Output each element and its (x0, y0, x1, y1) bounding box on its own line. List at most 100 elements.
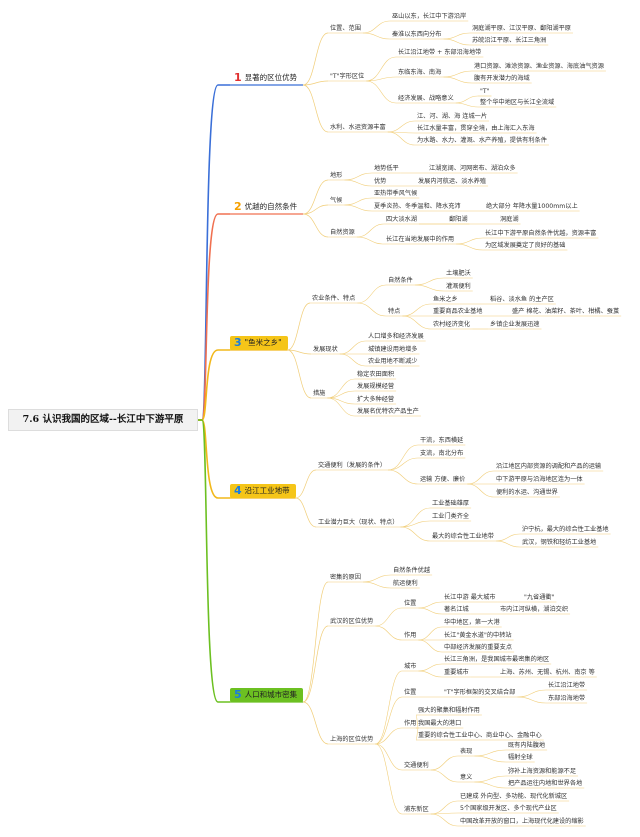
node[interactable]: 夏季炎热、冬季温和、降水充沛 (374, 203, 461, 210)
node[interactable]: "T" (480, 88, 490, 95)
node[interactable]: 干流，东西横延 (420, 437, 464, 444)
node[interactable]: 5个国家级开发区、多个现代产业区 (460, 805, 557, 812)
node[interactable]: "T"字形区位 (330, 73, 365, 80)
node[interactable]: 城镇建设用地增多 (368, 346, 418, 353)
node[interactable]: 沿江地区内部资源的调配和产品的运输 (496, 463, 602, 470)
node[interactable]: 农村经济变化 (433, 321, 471, 328)
node[interactable]: 著名江城 (444, 606, 469, 613)
node[interactable]: 既有内陆腹地 (508, 742, 546, 749)
node[interactable]: 地形 (330, 172, 343, 179)
node[interactable]: 长江水量丰富，贯穿全境，由上海汇入东海 (417, 125, 535, 132)
node[interactable]: 优势 (374, 178, 387, 185)
node[interactable]: 弥补上海资源和能源不足 (508, 768, 577, 775)
node[interactable]: 长江三角洲，是我国城市最密集的地区 (444, 656, 550, 663)
node[interactable]: 作用 (404, 720, 417, 727)
node[interactable]: 中部经济发展的重要支点 (444, 644, 513, 651)
node[interactable]: 密集的原因 (330, 574, 361, 581)
node[interactable]: 整个华中地区与长江全流域 (480, 99, 555, 106)
node[interactable]: 长江沿江地带 (548, 682, 586, 689)
node[interactable]: 特点 (388, 308, 401, 315)
node[interactable]: 重要城市 (444, 669, 469, 676)
node[interactable]: 长江"黄金水道"的中转站 (444, 632, 512, 639)
node[interactable]: 人口增多和经济发展 (368, 333, 424, 340)
node[interactable]: 长江中下游平原自然条件优越，资源丰富 (485, 230, 597, 237)
node[interactable]: 腹有开发潜力的海域 (474, 75, 530, 82)
node[interactable]: 土壤肥沃 (446, 270, 471, 277)
node[interactable]: 上海、苏州、无锡、杭州、南京 等 (500, 669, 595, 676)
node[interactable]: 农业条件、特点 (312, 295, 356, 302)
node[interactable]: 上海的区位优势 (330, 736, 374, 743)
node[interactable]: 武汉，钢铁和轻纺工业基地 (522, 539, 597, 546)
node[interactable]: 发展名优特农产品生产 (357, 408, 419, 415)
node[interactable]: 自然条件优越 (393, 567, 431, 574)
node[interactable]: 苏皖沿江平原、长江三角洲 (472, 37, 547, 44)
node[interactable]: 长江在当地发展中的作用 (386, 236, 455, 243)
node[interactable]: 把产品运往内地和世界各地 (508, 780, 583, 787)
node[interactable]: 自然条件 (388, 277, 413, 284)
node[interactable]: 强大的聚集和辐射作用 (418, 707, 480, 714)
node[interactable]: 发展内河航运、淡水养殖 (418, 178, 487, 185)
node[interactable]: 我国最大的港口 (418, 720, 462, 727)
node[interactable]: 重要的综合性工业中心、商业中心、金融中心 (418, 732, 542, 739)
node[interactable]: 长江中游 最大城市 (444, 594, 496, 601)
node[interactable]: 自然资源 (330, 229, 355, 236)
node[interactable]: 城市 (404, 663, 417, 670)
branch-3-title[interactable]: 3"鱼米之乡" (230, 336, 288, 350)
node[interactable]: 为区域发展奠定了良好的基础 (485, 242, 566, 249)
node[interactable]: 巫山以东，长江中下游沿岸 (392, 13, 467, 20)
node[interactable]: 为水路、水力、灌溉、水产养殖，提供有利条件 (417, 137, 547, 144)
node[interactable]: 位置 (404, 689, 417, 696)
node[interactable]: 工业门类齐全 (432, 513, 470, 520)
node[interactable]: 中下游平原与沿海地区连为一体 (496, 476, 583, 483)
node[interactable]: 盛产 棉花、油菜籽、茶叶、柑橘、蚕茧 (512, 308, 620, 315)
node[interactable]: 发展规模经营 (357, 383, 395, 390)
node[interactable]: 江湖宽阔、河网密布、湖泊众多 (429, 165, 516, 172)
node[interactable]: 交通便利 (404, 762, 429, 769)
node[interactable]: 位置 (404, 600, 417, 607)
node[interactable]: 措施 (313, 390, 326, 397)
node[interactable]: 灌溉便利 (446, 283, 471, 290)
node[interactable]: 武汉的区位优势 (330, 618, 374, 625)
node[interactable]: 东部沿海地带 (548, 695, 586, 702)
node[interactable]: "九省通衢" (524, 594, 555, 601)
node[interactable]: 江、河、湖、海 连城一片 (417, 113, 488, 120)
node[interactable]: 航运便利 (393, 580, 418, 587)
node[interactable]: 洞庭湖 (500, 216, 519, 223)
node[interactable]: 水利、水运资源丰富 (330, 124, 386, 131)
node[interactable]: "T"字形框架的交叉结合部 (444, 689, 516, 696)
node[interactable]: 支流，南北分布 (420, 450, 464, 457)
node[interactable]: 绝大部分 年降水量1000mm以上 (486, 203, 578, 210)
node[interactable]: 辐射全球 (508, 754, 533, 761)
node[interactable]: 经济发展、战略意义 (398, 95, 454, 102)
node[interactable]: 作用 (404, 632, 417, 639)
root-topic[interactable]: 7.6 认识我国的区域--长江中下游平原 (8, 409, 198, 431)
node[interactable]: 位置、范围 (330, 25, 361, 32)
node[interactable]: 意义 (460, 774, 473, 781)
node[interactable]: 华中地区，第一大港 (444, 619, 500, 626)
node[interactable]: 表现 (460, 748, 473, 755)
node[interactable]: 气候 (330, 197, 343, 204)
node[interactable]: 四大淡水湖 (386, 216, 417, 223)
node[interactable]: 发展现状 (313, 346, 338, 353)
node[interactable]: 秦淮以东西向分布 (392, 31, 442, 38)
node[interactable]: 农业用地不断减少 (368, 358, 418, 365)
node[interactable]: 工业潜力巨大（现状、特点） (318, 519, 399, 526)
node[interactable]: 长江沿江地带 + 东部沿海地带 (398, 49, 482, 56)
node[interactable]: 中国改革开放的窗口，上海现代化建设的缩影 (460, 818, 584, 825)
node[interactable]: 运输 方便、廉价 (420, 476, 466, 483)
node[interactable]: 工业基础雄厚 (432, 500, 470, 507)
node[interactable]: 亚热带季风气候 (374, 190, 418, 197)
node[interactable]: 稻谷、淡水鱼 的主产区 (490, 296, 554, 303)
node[interactable]: 便利的水运、沟通世界 (496, 489, 558, 496)
node[interactable]: 交通便利（发展的条件） (318, 462, 387, 469)
node[interactable]: 稳定农田面积 (357, 371, 395, 378)
node[interactable]: 乡镇企业发展迅速 (490, 321, 540, 328)
node[interactable]: 鄱阳湖 (449, 216, 468, 223)
node[interactable]: 市内江河纵横，湖泊交织 (500, 606, 569, 613)
node[interactable]: 浦东新区 (404, 806, 429, 813)
node[interactable]: 地势低平 (374, 165, 399, 172)
